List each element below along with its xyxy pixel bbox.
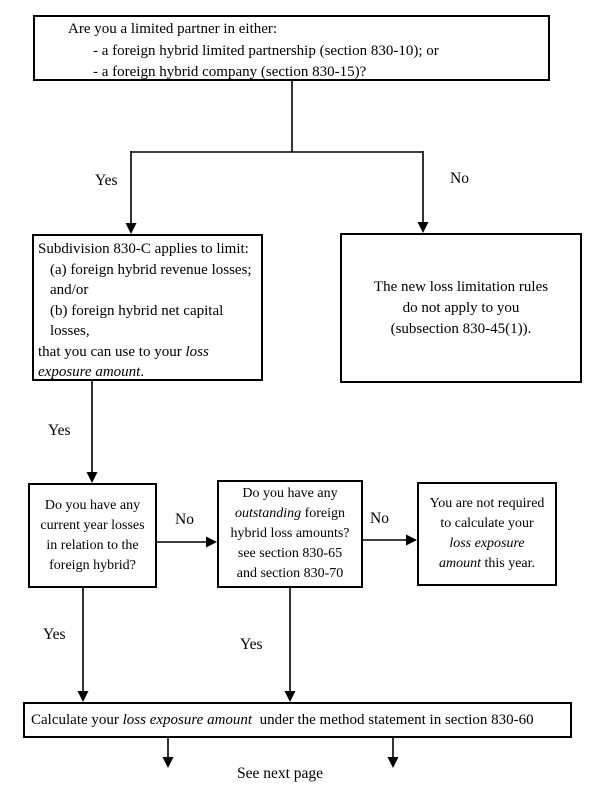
text-line: outstanding foreign: [234, 506, 346, 521]
edge-label-no: No: [450, 170, 469, 187]
text-line: Calculate your loss exposure amount unde…: [31, 711, 534, 728]
text-line: current year losses: [40, 517, 145, 533]
node-calculate-loss-exposure: Calculate your loss exposure amount unde…: [23, 702, 572, 738]
node-not-required-this-year: You are not required to calculate your los…: [417, 482, 557, 586]
edge-label-yes: Yes: [43, 626, 66, 643]
text-line: and/or: [50, 282, 89, 298]
arrowhead: [387, 757, 399, 768]
edge-label-no: No: [370, 510, 389, 527]
edge-label-no: No: [175, 511, 194, 528]
text-line: You are not required: [429, 496, 545, 511]
text-line: loss exposure: [449, 536, 525, 551]
arrowhead: [86, 472, 98, 483]
text-line: Do you have any: [242, 486, 338, 501]
text-line: (a) foreign hybrid revenue losses;: [50, 261, 252, 278]
text-line: (b) foreign hybrid net capital: [50, 302, 224, 319]
node-question-outstanding-amounts: Do you have any outstanding foreign hybrid…: [217, 480, 363, 588]
node-question-current-year-losses: Do you have any current year losses in rel…: [28, 483, 157, 588]
text-line: The new loss limitation rules: [373, 278, 549, 295]
arrowhead: [206, 536, 217, 548]
text-line: in relation to the: [46, 537, 139, 553]
text-line: hybrid loss amounts?: [230, 526, 350, 541]
arrowhead: [162, 757, 174, 768]
text-line: exposure amount.: [38, 364, 145, 380]
text-line: foreign hybrid?: [49, 557, 136, 573]
text-line: Are you a limited partner in either:: [68, 21, 278, 37]
text-line: - a foreign hybrid limited partnership (…: [93, 42, 439, 59]
text-line: Do you have any: [44, 497, 141, 513]
text-line: do not apply to you: [402, 299, 520, 316]
arrowhead: [417, 222, 429, 233]
text-line: see section 830-65: [237, 546, 343, 561]
node-question-limited-partner: Are you a limited partner in either: - a …: [33, 15, 550, 81]
text-line: (subsection 830-45(1)).: [390, 320, 532, 337]
text-line: - a foreign hybrid company (section 830-…: [93, 64, 367, 80]
text-line: amount this year.: [438, 556, 536, 571]
edge-label-yes: Yes: [240, 636, 263, 653]
node-subdivision-830c-limit: Subdivision 830-C applies to limit: (a) f…: [32, 234, 263, 381]
text-line: losses,: [50, 323, 90, 339]
arrowhead: [125, 223, 137, 234]
arrowhead: [284, 691, 296, 702]
edge-label-yes: Yes: [48, 422, 71, 439]
see-next-page-label: See next page: [236, 765, 324, 782]
text-line: to calculate your: [440, 516, 534, 531]
arrowhead: [406, 534, 417, 546]
text-line: Subdivision 830-C applies to limit:: [38, 241, 249, 257]
text-line: and section 830-70: [236, 566, 344, 581]
arrowhead: [77, 691, 89, 702]
edge-label-yes: Yes: [95, 172, 118, 189]
node-rules-do-not-apply: The new loss limitation rules do not appl…: [340, 233, 582, 383]
text-line: that you can use to your loss: [38, 343, 209, 360]
